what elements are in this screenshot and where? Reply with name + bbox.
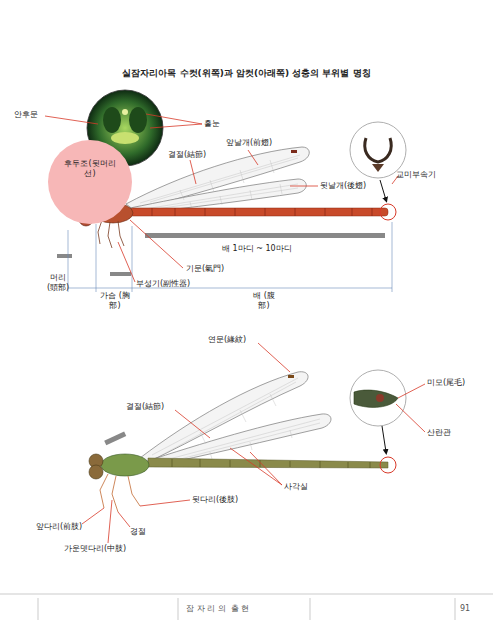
part-label: 앞날개(前翅) bbox=[226, 138, 272, 148]
part-label: 머리 (頭部) bbox=[44, 273, 72, 292]
part-label: 배 1마디 ~ 10마디 bbox=[222, 244, 292, 254]
part-label: 교미부속기 bbox=[396, 170, 436, 180]
part-label: 가슴 (胸部) bbox=[100, 291, 130, 310]
footer-text: 91 bbox=[460, 604, 470, 614]
part-label: 미모(尾毛) bbox=[427, 378, 465, 388]
part-label: 연문(緣紋) bbox=[208, 335, 246, 345]
footer-text: 잠 자 리 의 출 현 bbox=[186, 604, 249, 614]
part-label: 안후문 bbox=[14, 110, 38, 120]
part-label: 기문(氣門) bbox=[186, 264, 224, 274]
highlight-circle: 후두조(뒷머리선) bbox=[48, 140, 132, 224]
page-title: 실잠자리아목 수컷(위쪽)과 암컷(아래쪽) 성충의 부위별 명칭 bbox=[122, 67, 370, 80]
part-label: 배 (腹部) bbox=[250, 291, 278, 310]
part-label: 가운뎃다리(中肢) bbox=[64, 544, 126, 554]
part-label: 후두조(뒷머리선) bbox=[62, 159, 118, 178]
part-label: 앞다리(前肢) bbox=[36, 522, 82, 532]
part-label: 경절 bbox=[130, 527, 146, 537]
part-label: 결절(結節) bbox=[168, 150, 206, 160]
part-label: 뒷다리(後肢) bbox=[192, 495, 238, 505]
part-label: 뒷날개(後翅) bbox=[320, 181, 366, 191]
part-label: 결절(結節) bbox=[126, 402, 164, 412]
part-label: 홑눈 bbox=[204, 119, 220, 129]
part-label: 부성기(副性器) bbox=[136, 279, 190, 289]
part-label: 산란관 bbox=[427, 428, 451, 438]
part-label: 사각실 bbox=[284, 482, 308, 492]
